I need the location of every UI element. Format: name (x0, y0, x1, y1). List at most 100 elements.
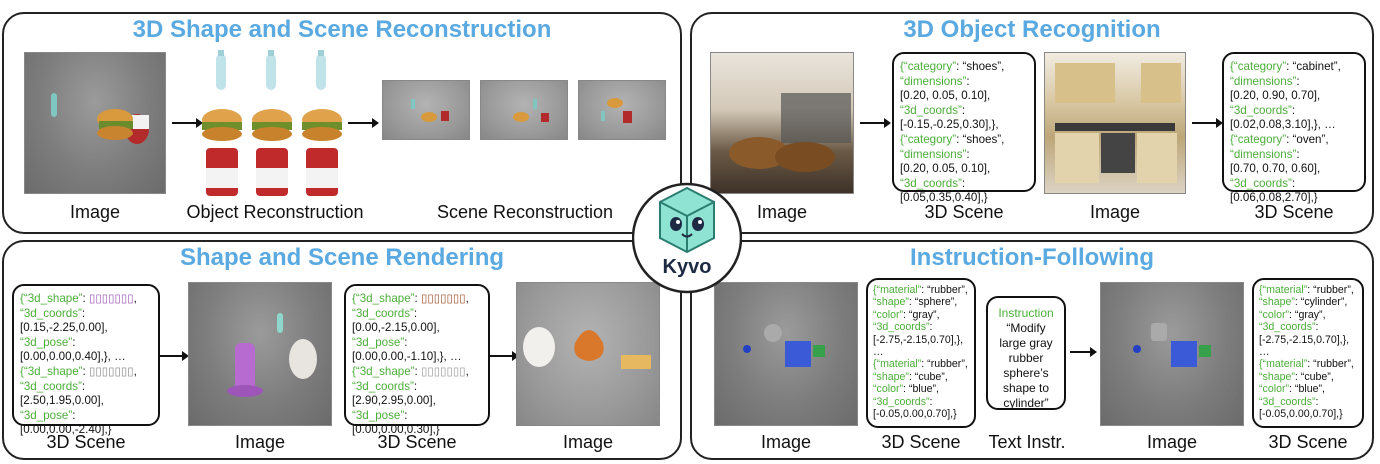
shape-token: ▯▯▯▯▯▯▯ (88, 364, 134, 378)
code-value: [0.20, 0.90, 0.70], (1230, 89, 1321, 103)
code-line: [0.00,0.00,-1.10],}, … (352, 350, 482, 365)
code-line: {“material”: “rubber”, (1259, 284, 1357, 296)
code-line: “dimensions”: (1230, 148, 1358, 163)
bottle-row (216, 50, 326, 90)
code-key: {“material” (873, 358, 922, 371)
render-scene-code-2: {“3d_shape”: ▯▯▯▯▯▯▯,“3d_coords”:[0.00,-… (344, 284, 490, 436)
code-value: : (1296, 147, 1300, 161)
code-line: “3d_coords”: (1259, 396, 1357, 408)
code-key: “color” (873, 308, 904, 321)
code-line: “3d_pose”: (20, 336, 152, 351)
render-arrow-2 (490, 351, 519, 361)
code-key: {“category” (900, 60, 957, 73)
code-key: “3d_coords” (20, 306, 82, 320)
code-value: : “rubber”, (1307, 358, 1354, 371)
code-key: {“3d_shape” (352, 292, 415, 305)
render-arrow-1 (160, 351, 189, 361)
code-key: {“category” (900, 132, 957, 146)
code-key: {“3d_shape” (352, 364, 415, 378)
instr-image-after (1100, 282, 1244, 426)
code-key: “3d_pose” (352, 408, 405, 422)
code-key: “3d_pose” (20, 408, 73, 422)
instr-scene-code-1: {“material”: “rubber”,“shape”: “sphere”,… (866, 278, 976, 428)
code-key: “shape” (1259, 370, 1295, 383)
kyvo-logo-text: Kyvo (662, 256, 712, 278)
code-key: “3d_coords” (1259, 321, 1316, 334)
object-reconstruction-grid (202, 50, 342, 196)
code-line: {“3d_shape”: ▯▯▯▯▯▯▯, (20, 292, 152, 307)
scene-reconstruction-view-3 (578, 80, 666, 140)
code-line: {“3d_shape”: ▯▯▯▯▯▯▯, (20, 365, 152, 380)
code-value: [0.00,0.00,-2.40],} (20, 423, 112, 437)
code-key: “3d_coords” (352, 379, 414, 393)
code-value: [-2.75,-2.15,0.70],}, (1259, 333, 1350, 346)
code-value: [0.00,0.00,0.30],} (352, 423, 440, 437)
code-key: “dimensions” (1230, 74, 1297, 88)
code-line: “shape”: “cube”, (1259, 371, 1357, 383)
recog-caption-image-1: Image (756, 202, 808, 222)
code-line: {“category”: “shoes”, (900, 133, 1028, 148)
code-line: [0.00,0.00,-2.40],} (20, 423, 152, 438)
render-scene-code-1: {“3d_shape”: ▯▯▯▯▯▯▯,“3d_coords”:[0.15,-… (12, 284, 160, 436)
recog-arrow-1 (860, 118, 891, 128)
code-value: : (1291, 103, 1296, 117)
code-line: “3d_pose”: (352, 336, 482, 351)
render-caption-image-2: Image (562, 432, 614, 452)
code-line: [0.02,0.08,3.10],}, … (1230, 118, 1358, 133)
code-line: [0.00,0.00,0.30],} (352, 423, 482, 438)
code-value: : (1296, 74, 1300, 88)
code-value: : (82, 364, 89, 378)
code-value: : “cube”, (908, 370, 948, 383)
code-value: : (72, 408, 76, 422)
code-value: [0.15,-2.25,0.00], (20, 321, 108, 335)
code-value: [0.00,0.00,0.40],}, … (20, 350, 126, 364)
code-line: “3d_coords”: (900, 177, 1028, 192)
code-key: “3d_coords” (1259, 395, 1316, 408)
code-line: [2.90,2.95,0.00], (352, 394, 482, 409)
instr-arrow (1070, 347, 1097, 357)
code-value: : (82, 292, 89, 305)
code-value: : (413, 306, 418, 320)
panel-title-reconstruction: 3D Shape and Scene Reconstruction (132, 16, 552, 43)
code-value: : “shoes”, (956, 132, 1005, 146)
code-value: [0.00,0.00,-1.10],}, … (352, 350, 462, 364)
code-line: [0.00,0.00,0.40],}, … (20, 350, 152, 365)
code-key: “3d_coords” (873, 321, 930, 334)
render-caption-scene-2: 3D Scene (377, 432, 457, 452)
panel-title-recognition: 3D Object Recognition (903, 16, 1161, 43)
code-value: [0.00,-2.15,0.00], (352, 321, 440, 335)
code-value: [0.06,0.08,2.70],} (1230, 191, 1318, 205)
recog-image-kitchen (1044, 52, 1186, 194)
code-line: [0.70, 0.70, 0.60], (1230, 162, 1358, 177)
code-key: “3d_coords” (352, 306, 414, 320)
code-key: {“3d_shape” (20, 364, 83, 378)
code-line: [0.20, 0.90, 0.70], (1230, 89, 1358, 104)
recon-caption-object: Object Reconstruction (186, 202, 364, 222)
code-value: : (404, 335, 408, 349)
recog-caption-image-2: Image (1089, 202, 1141, 222)
code-value: : (966, 74, 970, 88)
code-line: [0.06,0.08,2.70],} (1230, 191, 1358, 206)
code-line: {“material”: “rubber”, (873, 284, 969, 296)
code-key: “3d_coords” (20, 379, 82, 393)
code-key: “shape” (873, 296, 909, 309)
code-line: “3d_coords”: (1230, 104, 1358, 119)
code-value: : “gray”, (903, 308, 940, 321)
code-value: : (1315, 321, 1319, 334)
code-value: , (465, 292, 469, 305)
code-line: “3d_coords”: (873, 321, 969, 333)
code-value: : (413, 379, 418, 393)
code-key: “color” (873, 383, 904, 396)
kyvo-mascot-icon (631, 182, 743, 294)
code-line: “dimensions”: (900, 75, 1028, 90)
recon-arrow-1 (172, 118, 203, 128)
code-line: [0.20, 0.05, 0.10], (900, 162, 1028, 177)
render-image-1 (188, 282, 332, 426)
code-line: {“category”: “shoes”, (900, 60, 1028, 75)
code-key: “3d_coords” (1230, 176, 1292, 190)
code-key: “shape” (873, 370, 909, 383)
code-value: [2.90,2.95,0.00], (352, 394, 436, 408)
code-value: [-0.15,-0.25,0.30],}, (900, 118, 999, 132)
code-value: , (465, 364, 469, 378)
code-value: : “gray”, (1289, 308, 1326, 321)
